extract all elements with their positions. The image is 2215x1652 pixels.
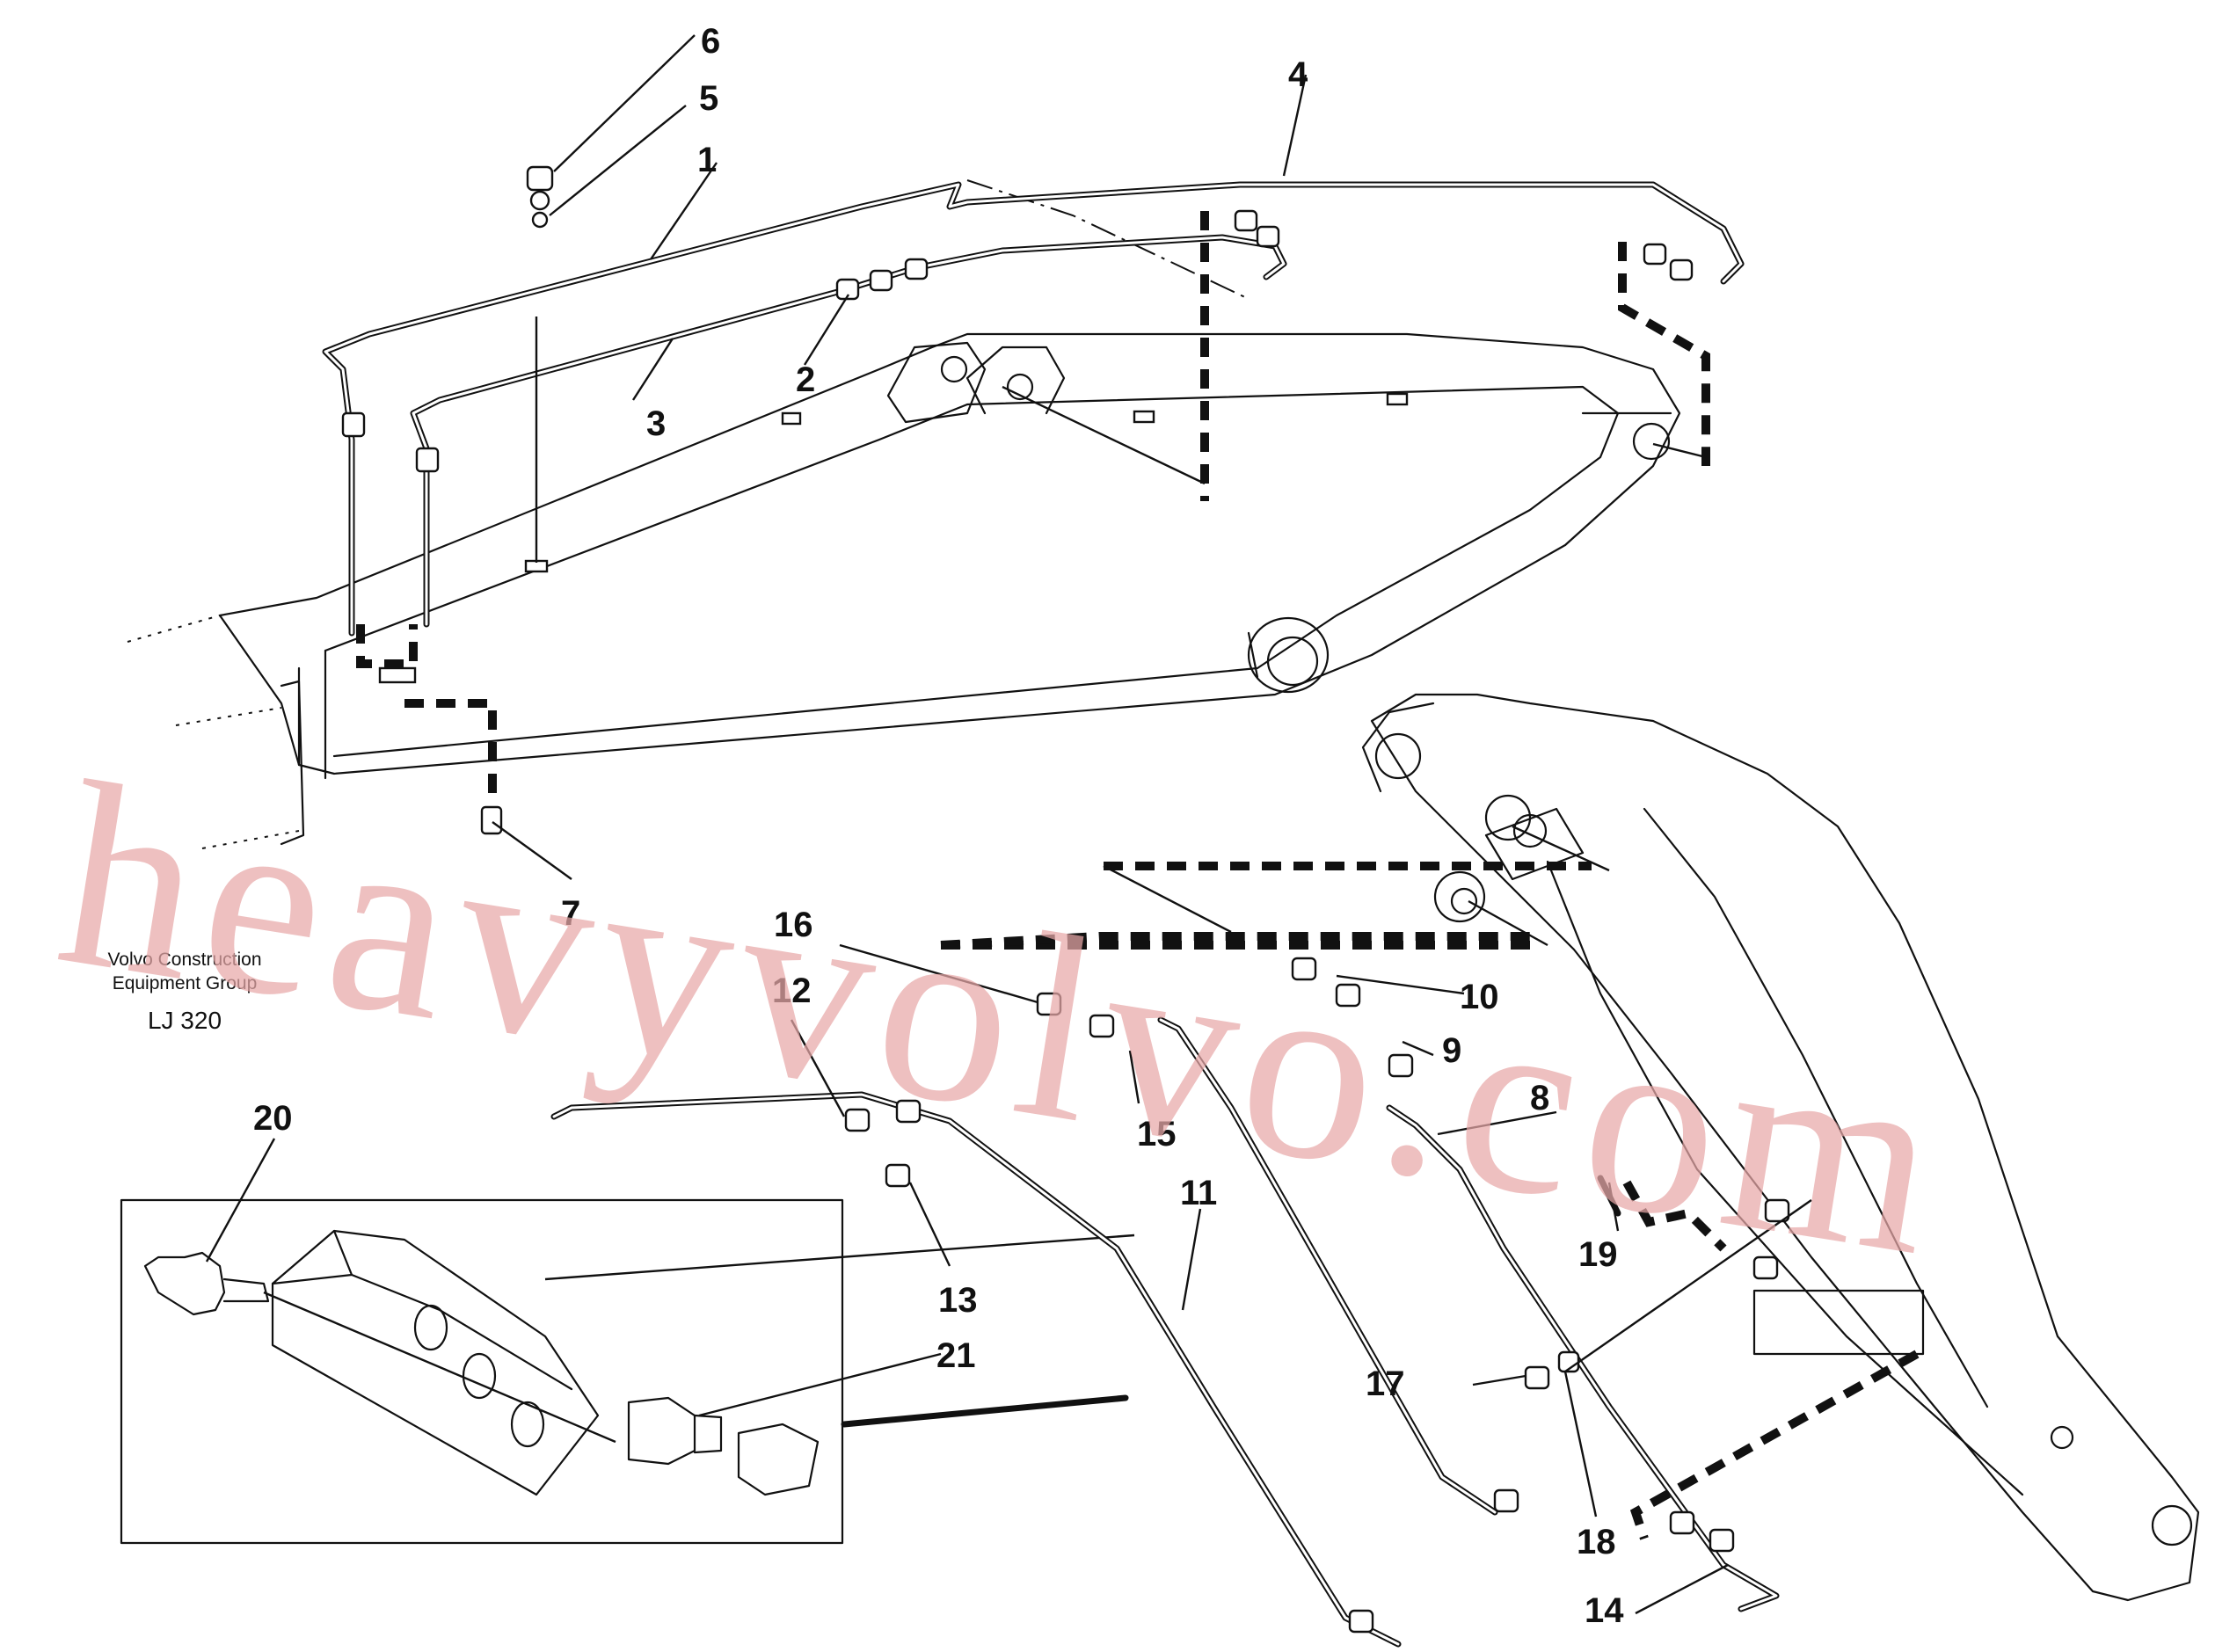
callout-11: 11 — [1180, 1174, 1217, 1212]
callout-2: 2 — [796, 360, 815, 399]
boom-outline — [127, 332, 1681, 849]
arm-outline — [1361, 693, 2200, 1602]
callout-6: 6 — [701, 22, 720, 61]
caption-company-line2: Equipment Group — [113, 973, 258, 993]
callout-12: 12 — [772, 972, 812, 1010]
callout-13: 13 — [938, 1281, 978, 1320]
hydraulic-pipes — [322, 181, 1780, 1648]
callout-leaders — [205, 34, 1812, 1615]
callout-18: 18 — [1577, 1523, 1616, 1561]
callout-7: 7 — [561, 894, 580, 933]
callout-labels: 1 2 3 4 5 6 7 8 9 10 11 12 13 14 15 16 1… — [253, 22, 1624, 1630]
callout-3: 3 — [646, 404, 666, 443]
callout-21: 21 — [936, 1336, 976, 1375]
callout-5: 5 — [699, 79, 718, 118]
callout-19: 19 — [1578, 1235, 1618, 1274]
callout-10: 10 — [1460, 978, 1499, 1016]
callout-16: 16 — [774, 906, 813, 944]
callout-20: 20 — [253, 1099, 293, 1138]
callout-14: 14 — [1585, 1591, 1624, 1630]
callout-17: 17 — [1366, 1365, 1405, 1403]
hidden-routing — [356, 179, 1920, 1540]
callout-1: 1 — [697, 141, 717, 179]
callout-4: 4 — [1288, 55, 1308, 94]
callout-8: 8 — [1530, 1079, 1549, 1117]
caption-block: Volvo Construction Equipment Group LJ 32… — [107, 950, 261, 1034]
watermark-text: heavyvolvo.com — [44, 726, 1965, 1312]
caption-company-line1: Volvo Construction — [107, 950, 261, 970]
detail-inset — [120, 1198, 844, 1545]
drawing-code: LJ 320 — [148, 1007, 222, 1034]
callout-9: 9 — [1442, 1031, 1461, 1070]
fittings — [341, 165, 1790, 1634]
callout-15: 15 — [1137, 1115, 1177, 1153]
